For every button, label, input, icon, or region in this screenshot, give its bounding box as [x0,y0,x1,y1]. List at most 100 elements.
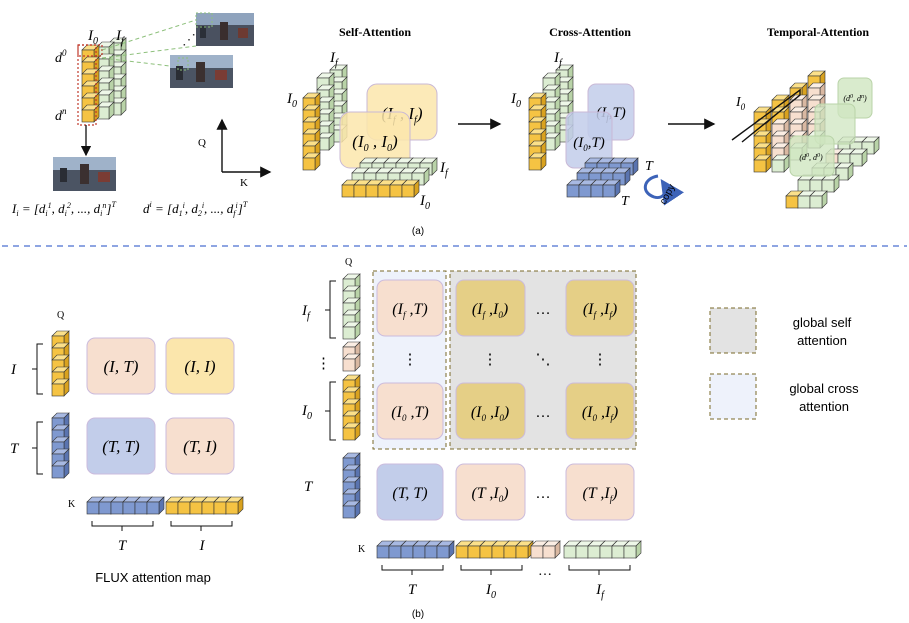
cell-dots-2: ⋮ [483,352,498,368]
caption-a: (a) [412,226,424,237]
label-dn: dn [55,106,67,124]
cell-I0-T [376,382,444,440]
video-thumbnail-middle [170,55,233,88]
cell-If-If [565,279,635,337]
cell-If-ellipsis: … [536,302,551,318]
left-k-label-I: I [199,538,206,554]
left-cell-II-text: (I, I) [184,357,215,376]
left-cell-IT [86,337,156,395]
right-k-label-If: If [595,582,605,601]
right-k-label-ellipsis: … [538,564,552,579]
self-box-I0I0-text: (I0 , I0) [352,132,398,154]
formula-di: di = [d1i, d2i, ..., dfi]T [143,200,248,218]
right-k-bracket-If [568,565,631,575]
left-T-bracket [32,421,43,475]
cross-label-I0-left: I0 [510,91,521,110]
cross-attention-block: (If,T) (I0,T) [528,64,684,206]
flux-attention-map-title: FLUX attention map [95,570,211,585]
legend-cross-line2: attention [799,399,849,414]
left-k-label-T: T [118,538,128,554]
legend-self-swatch [709,307,757,354]
qk-axis [216,118,272,178]
axis-Q-label: Q [198,137,206,149]
cell-dots-4: ⋮ [593,352,608,368]
video-frame-stack [77,19,197,126]
cell-dots-diag: ⋱ [536,352,551,368]
cell-T-T [376,463,444,521]
temporal-box-mid [814,103,856,145]
right-k-bracket-I0 [460,565,523,575]
left-cell-II [165,337,235,395]
left-cell-IT-text: (I, T) [104,357,139,376]
cell-If-I0-text: (If ,I0) [472,301,508,320]
self-attention-block: (If , If) (I0 , I0) [302,64,438,198]
right-q-column [342,273,361,519]
cell-T-ellipsis: … [536,486,551,502]
cell-If-T [376,279,444,337]
right-k-label-T: T [408,582,418,598]
right-row-label-If: If [301,303,311,322]
left-K-label: K [68,499,76,510]
cell-T-If [565,463,635,521]
temporal-box-front [789,135,835,177]
cell-T-I0 [455,463,526,521]
formula-Ii: Ii = [di1, di2, ..., din]T [11,200,116,218]
label-If: If [115,28,125,47]
left-cell-TI-text: (T, I) [183,437,217,456]
left-Q-label: Q [57,310,65,321]
green-frame-columns [81,37,127,123]
copy-arrow-icon [643,174,684,206]
cell-T-If-text: (T ,If) [582,485,617,504]
left-I-bracket [32,343,43,395]
cross-label-T-right: T [645,159,654,174]
right-k-row [376,540,642,559]
cell-If-I0 [455,279,526,337]
legend-cross-line1: global cross [789,381,859,396]
right-row-label-I0: I0 [301,403,312,422]
cell-If-If-text: (If ,If) [583,301,617,320]
right-K-label: K [358,544,366,555]
cell-I0-If [565,382,635,440]
right-row-label-vdots: ⋮ [316,356,331,372]
highlight-column [77,44,97,126]
self-label-I0-bottom: I0 [419,193,430,212]
cell-I0-I0 [455,382,526,440]
cell-I0-ellipsis: … [536,405,551,421]
label-d0: d0 [55,48,67,66]
cross-attention-title: Cross-Attention [549,25,631,39]
temporal-attention-block: (d0, dn) (d0, d0) [731,70,880,209]
label-I0: I0 [87,28,98,47]
cell-I0-I0-text: (I0 ,I0) [471,404,509,423]
left-row-label-I: I [10,362,17,378]
cell-I0-If-text: (I0 ,If) [582,404,618,423]
left-row-label-T: T [10,441,20,457]
temporal-box-d0d0: (d0, d0) [799,153,823,162]
cell-T-I0-text: (T ,I0) [471,485,508,504]
self-attention-title: Self-Attention [339,25,411,39]
legend-self-line2: attention [797,333,847,348]
left-cell-TI [165,417,235,475]
right-If-bracket [325,280,336,339]
cell-T-T-text: (T, T) [392,485,427,502]
right-I0-bracket [325,381,336,441]
left-q-column [51,330,70,479]
right-Q-label: Q [345,257,353,268]
axis-K-label: K [240,177,248,189]
caption-b: (b) [412,609,424,620]
video-thumbnail-column [53,157,116,191]
cross-label-If-top: If [553,50,563,69]
left-k-bracket-T [91,521,154,531]
left-cell-TT-text: (T, T) [102,437,140,456]
right-k-bracket-T [381,565,444,575]
self-label-If-right: If [439,160,449,179]
left-k-bracket-I [170,521,233,531]
cross-box-I0T-text: (I0,T) [573,135,605,153]
temporal-plane-line [731,88,801,143]
self-label-I0-left: I0 [286,91,297,110]
left-k-row [86,496,244,515]
right-row-label-T: T [304,479,314,495]
legend-cross-swatch [709,373,757,420]
right-k-label-I0: I0 [485,582,496,601]
temporal-attention-title: Temporal-Attention [767,25,870,39]
